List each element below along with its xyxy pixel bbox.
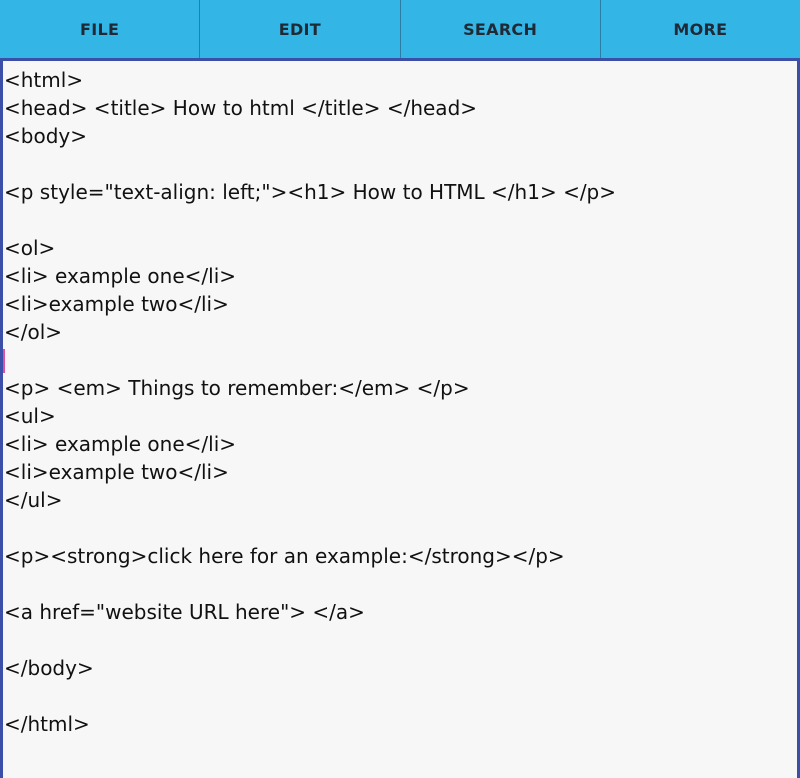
file-menu-button[interactable]: FILE: [0, 0, 201, 58]
code-editor-textarea[interactable]: <html> <head> <title> How to html </title…: [3, 61, 797, 778]
more-menu-button[interactable]: MORE: [673, 19, 728, 39]
code-line: <body>: [4, 124, 87, 148]
code-line: <p><strong>click here for an example:</s…: [4, 544, 565, 568]
code-line: [3, 346, 797, 374]
code-line: [3, 514, 797, 542]
code-line: </ol>: [4, 320, 63, 344]
code-line: </body>: [4, 656, 94, 680]
search-menu-button[interactable]: SEARCH: [401, 0, 601, 58]
code-line: <p style="text-align: left;"><h1> How to…: [4, 180, 617, 204]
code-line: </ul>: [4, 488, 63, 512]
code-line: [3, 570, 797, 598]
code-line: <li>example two</li>: [4, 460, 229, 484]
code-line: <ol>: [4, 236, 56, 260]
code-line: <li> example one</li>: [4, 264, 237, 288]
text-cursor: [3, 349, 5, 373]
edit-menu-button[interactable]: EDIT: [200, 0, 401, 58]
code-line: <li>example two</li>: [4, 292, 229, 316]
code-line: [3, 206, 797, 234]
code-line: [3, 626, 797, 654]
code-line: [3, 682, 797, 710]
code-line: [3, 150, 797, 178]
menu-bar: FILE EDIT SEARCH MORE: [0, 0, 800, 61]
code-line: <a href="website URL here"> </a>: [4, 600, 365, 624]
code-line: <li> example one</li>: [4, 432, 237, 456]
code-line: </html>: [4, 712, 90, 736]
code-line: <head> <title> How to html </title> </he…: [4, 96, 478, 120]
code-line: <p> <em> Things to remember:</em> </p>: [4, 376, 470, 400]
code-line: <ul>: [4, 404, 56, 428]
code-line: <html>: [4, 68, 84, 92]
